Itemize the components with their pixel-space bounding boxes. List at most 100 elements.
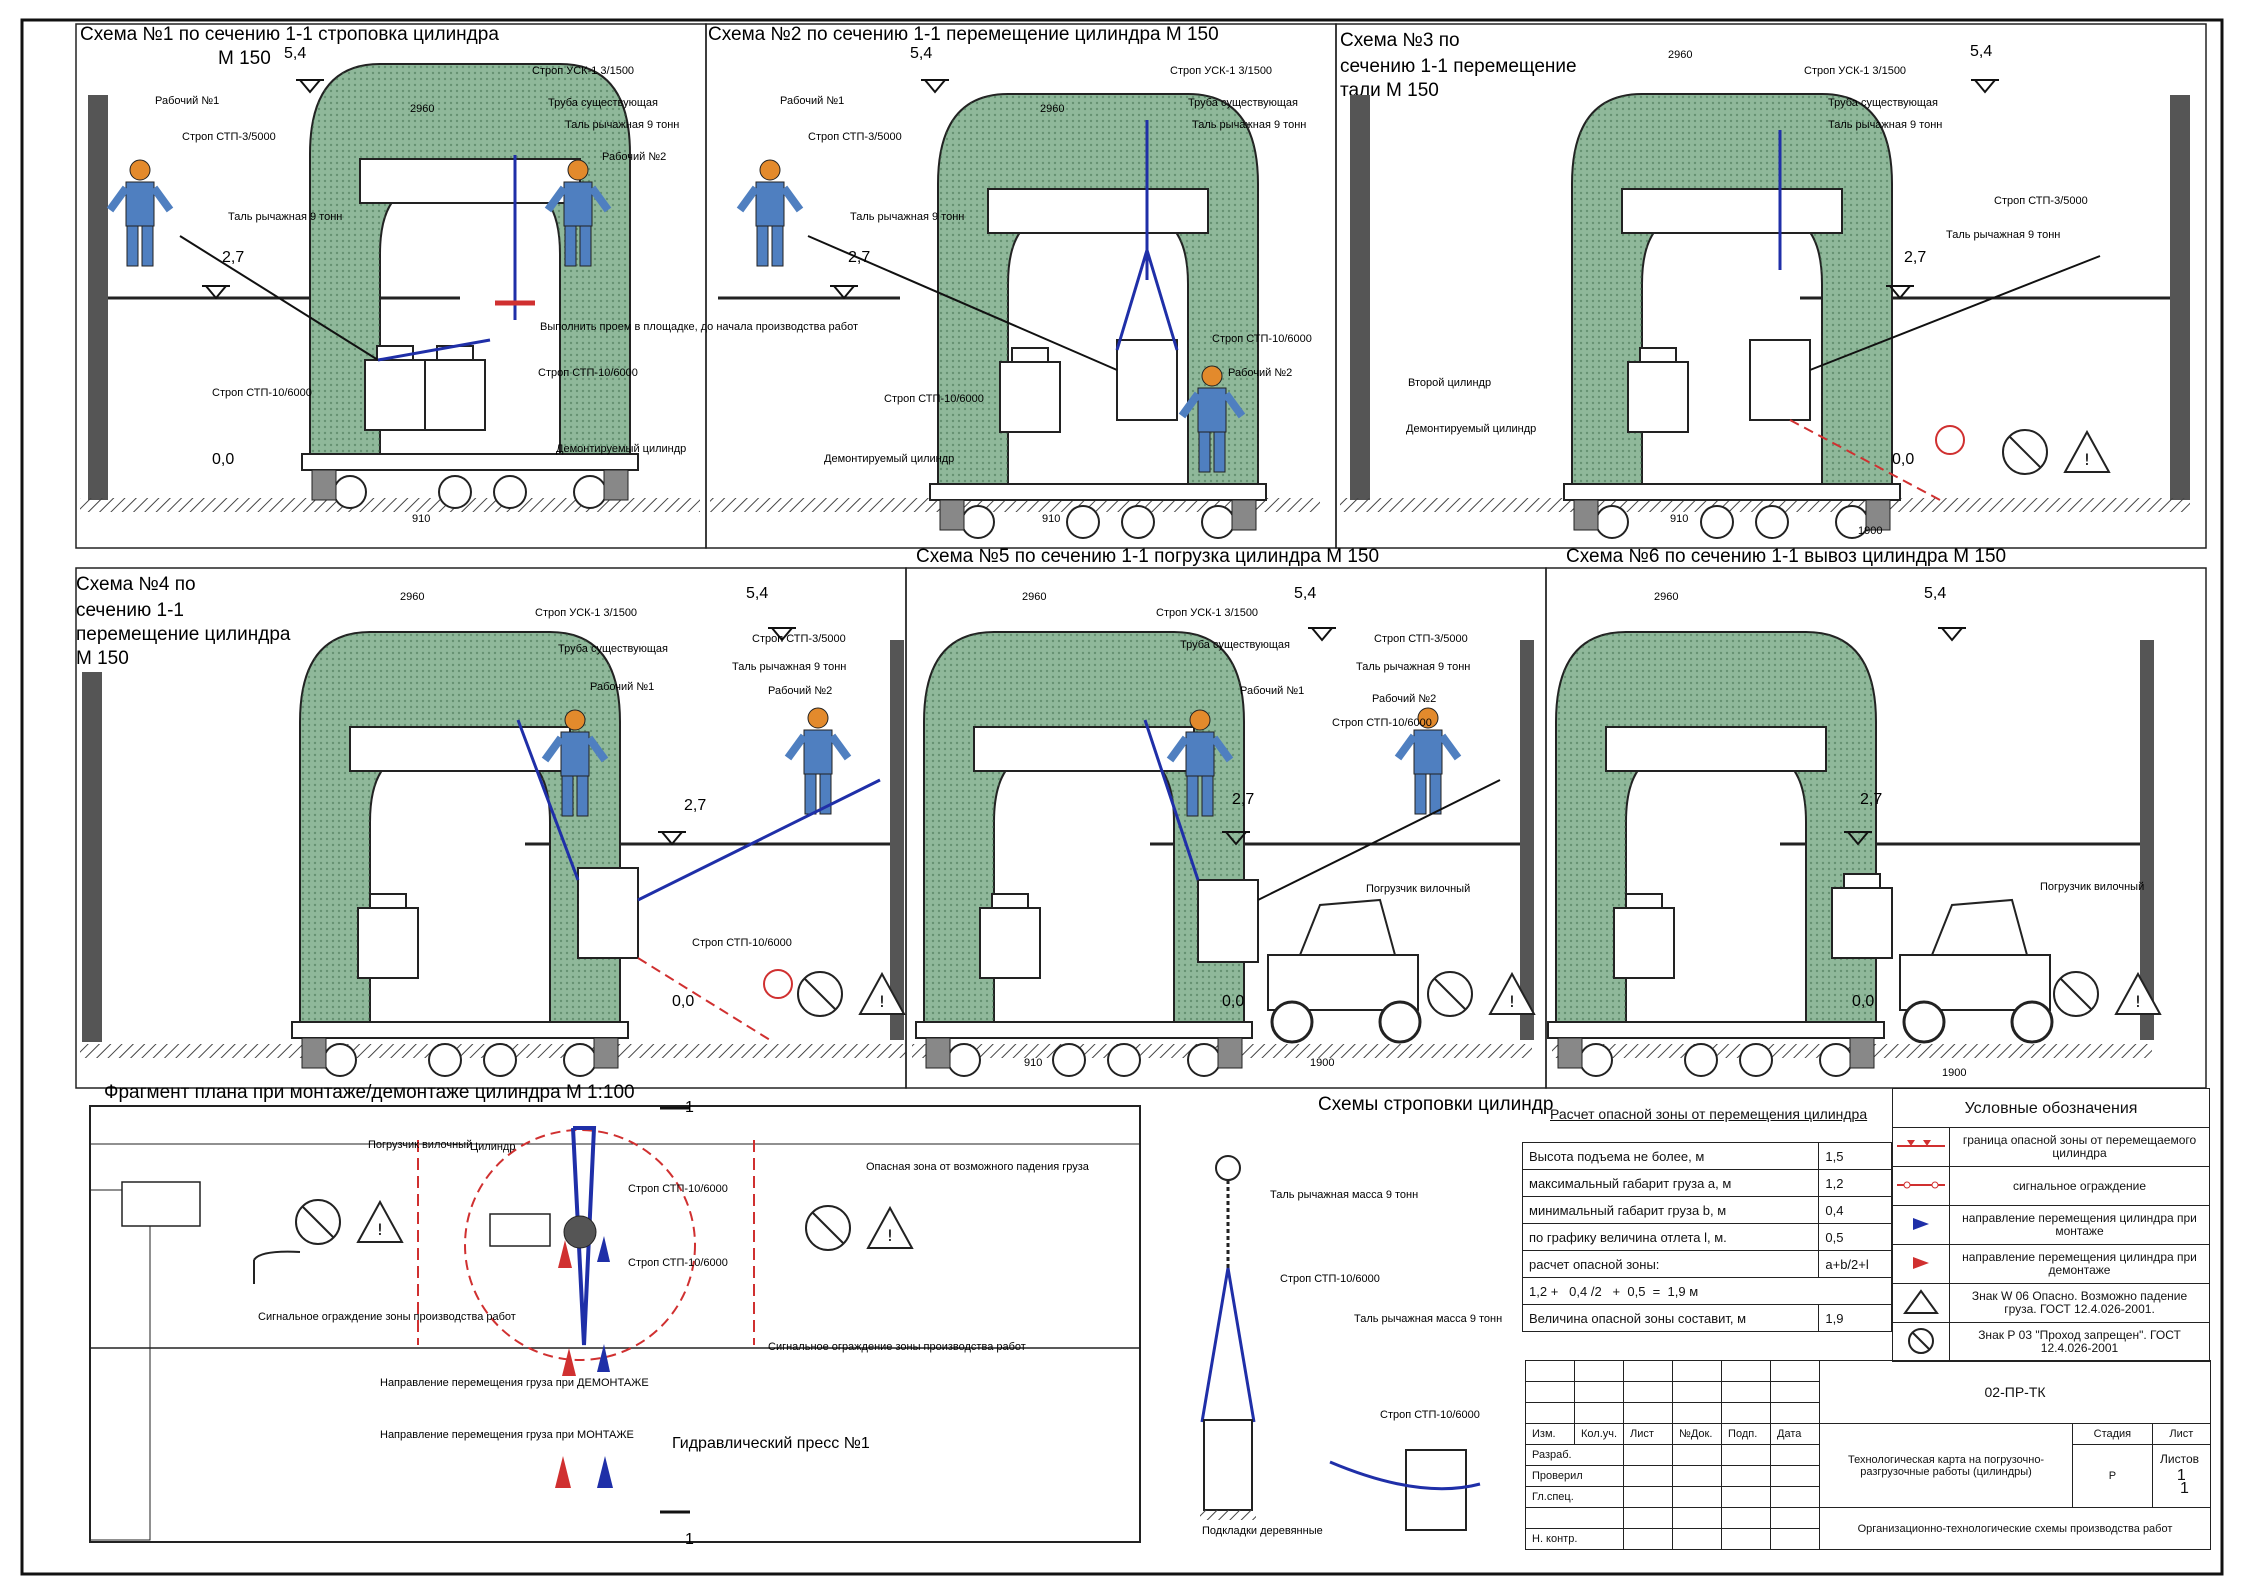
s4-stp3-label: Строп СТП-3/5000 [752, 633, 846, 645]
s5-dim-910: 910 [1024, 1057, 1042, 1069]
legend-title: Условные обозначения [1892, 1088, 2210, 1128]
s4-dim-2960: 2960 [400, 591, 424, 603]
scheme-5-title: Схема №5 по сечению 1-1 погрузка цилиндр… [916, 546, 1379, 567]
legend-item: граница опасной зоны от перемещаемого ци… [1892, 1127, 2210, 1167]
blue-arrow-icon [1892, 1205, 1950, 1245]
s1-dismantled-label: Демонтируемый цилиндр [556, 443, 686, 455]
scheme-3-title: Схема №3 по [1340, 30, 1460, 51]
s6-elev-00: 0,0 [1852, 993, 1874, 1010]
plan-danger-label: Опасная зона от возможного падения груза [866, 1161, 1090, 1173]
plan-section-bottom: 1 [685, 1531, 694, 1548]
rigging-hoist2-label: Таль рычажная масса 9 тонн [1354, 1313, 1502, 1325]
s5-dim-1900: 1900 [1310, 1057, 1334, 1069]
legend-item: направление перемещения цилиндра при дем… [1892, 1244, 2210, 1284]
s1-stp10-label: Строп СТП-10/6000 [538, 367, 638, 379]
scheme-4-title: Схема №4 по [76, 574, 196, 595]
plan-cylinder-label: Цилиндр [470, 1141, 515, 1153]
s4-elev-00: 0,0 [672, 993, 694, 1010]
rigging-pads-label: Подкладки деревянные [1202, 1525, 1323, 1537]
rigging-sling2-label: Строп СТП-10/6000 [1380, 1409, 1480, 1421]
legend-item: сигнальное ограждение [1892, 1166, 2210, 1206]
s5-hoist-label: Таль рычажная 9 тонн [1356, 661, 1470, 673]
stamp-code: 02-ПР-ТК [1819, 1360, 2211, 1424]
warning-triangle-icon [1892, 1283, 1950, 1323]
plan-dir-dismount-label: Направление перемещения груза при ДЕМОНТ… [380, 1377, 649, 1389]
s3-elev-00: 0,0 [1892, 451, 1914, 468]
calc-title: Расчет опасной зоны от перемещения цилин… [1550, 1106, 1868, 1122]
s2-stp3-label: Строп СТП-3/5000 [808, 131, 902, 143]
scheme-4: Схема №4 по сечению 1-1 перемещение цили… [75, 567, 907, 1089]
scheme-2-title: Схема №2 по сечению 1-1 перемещение цили… [708, 24, 1219, 45]
s2-dismantled-label: Демонтируемый цилиндр [824, 453, 954, 465]
s3-hoist2-label: Таль рычажная 9 тонн [1828, 119, 1942, 131]
s5-forklift [1267, 898, 1422, 1044]
rigging-hoist-label: Таль рычажная масса 9 тонн [1270, 1189, 1418, 1201]
s1-opening-label: Выполнить проем в площадке, до начала пр… [540, 321, 858, 333]
legend-item: направление перемещения цилиндра при мон… [1892, 1205, 2210, 1245]
title-block: 02-ПР-ТК Изм.Кол.уч.Лист №Док.Подп.Дата … [1524, 1360, 2212, 1550]
s2-hoist2-label: Таль рычажная 9 тонн [1192, 119, 1306, 131]
s2-worker2-label: Рабочий №2 [1228, 367, 1292, 379]
plan-fragment: Фрагмент плана при монтаже/демонтаже цил… [89, 1082, 1141, 1548]
s5-loader-label: Погрузчик вилочный [1366, 883, 1470, 895]
s1-dim-2960: 2960 [410, 103, 434, 115]
s3-elev-27: 2,7 [1904, 249, 1926, 266]
rigging-title: Схемы строповки цилиндр [1318, 1094, 1553, 1115]
scheme-2: Схема №2 по сечению 1-1 перемещение цили… [705, 23, 1337, 549]
scheme-6: Схема №6 по сечению 1-1 вывоз цилиндра М… [1545, 546, 2207, 1089]
s5-pipe-label: Труба существующая [1180, 639, 1290, 651]
s6-dim-2960: 2960 [1654, 591, 1678, 603]
s6-dim-1900: 1900 [1942, 1067, 1966, 1079]
scheme-1-title: Схема №1 по сечению 1-1 строповка цилинд… [80, 24, 499, 45]
s4-pipe-label: Труба существующая [558, 643, 668, 655]
scheme-1-title-2: М 150 [218, 48, 271, 69]
calc-formula-row: 1,2 + 0,4 /2 + 0,5 = 1,9 м [1522, 1277, 1892, 1305]
s2-elev-27: 2,7 [848, 249, 870, 266]
s1-worker1-label: Рабочий №1 [155, 95, 219, 107]
s5-stp3-label: Строп СТП-3/5000 [1374, 633, 1468, 645]
s1-stp3-label: Строп СТП-3/5000 [182, 131, 276, 143]
s5-worker2-label: Рабочий №2 [1372, 693, 1436, 705]
s2-dim-2960: 2960 [1040, 103, 1064, 115]
scheme-3-title-2: сечению 1-1 перемещение [1340, 56, 1577, 77]
s3-elev-54: 5,4 [1970, 43, 1992, 60]
s1-elev-27: 2,7 [222, 249, 244, 266]
s5-stp10-label: Строп СТП-10/6000 [1332, 717, 1432, 729]
s5-usk-label: Строп УСК-1 3/1500 [1156, 607, 1258, 619]
s6-elev-54: 5,4 [1924, 585, 1946, 602]
s4-stp10-label: Строп СТП-10/6000 [692, 937, 792, 949]
s3-stp3-label: Строп СТП-3/5000 [1994, 195, 2088, 207]
s1-pipe-label: Труба существующая [548, 97, 658, 109]
s2-dim-910: 910 [1042, 513, 1060, 525]
s4-elev-27: 2,7 [684, 797, 706, 814]
s2-usk-label: Строп УСК-1 3/1500 [1170, 65, 1272, 77]
plan-sling1-label: Строп СТП-10/6000 [628, 1183, 728, 1195]
s6-forklift [1899, 898, 2054, 1044]
s3-dim-910: 910 [1670, 513, 1688, 525]
s5-dim-2960: 2960 [1022, 591, 1046, 603]
calc-row: по графику величина отлета l, м.0,5 [1521, 1223, 1892, 1251]
s5-elev-54: 5,4 [1294, 585, 1316, 602]
danger-boundary-icon [1892, 1127, 1950, 1167]
s1-elev-00: 0,0 [212, 451, 234, 468]
s4-usk-label: Строп УСК-1 3/1500 [535, 607, 637, 619]
s3-dim-1900: 1900 [1858, 525, 1882, 537]
scheme-4-title-3: перемещение цилиндра [76, 624, 291, 645]
s4-elev-54: 5,4 [746, 585, 768, 602]
s6-elev-27: 2,7 [1860, 791, 1882, 808]
s4-worker2-label: Рабочий №2 [768, 685, 832, 697]
s1-worker2-label: Рабочий №2 [602, 151, 666, 163]
legend-table: Условные обозначения граница опасной зон… [1892, 1088, 2210, 1362]
s5-elev-00: 0,0 [1222, 993, 1244, 1010]
plan-dir-mount-label: Направление перемещения груза при МОНТАЖ… [380, 1429, 634, 1441]
stamp-doc-title: Технологическая карта на погрузочно-разг… [1819, 1423, 2074, 1508]
signal-fence-icon [1892, 1166, 1950, 1206]
s1-stp10-label-2: Строп СТП-10/6000 [212, 387, 312, 399]
legend-item: Знак Р 03 "Проход запрещен". ГОСТ 12.4.0… [1892, 1322, 2210, 1362]
s1-usk-label: Строп УСК-1 3/1500 [532, 65, 634, 77]
s4-worker1-label: Рабочий №1 [590, 681, 654, 693]
